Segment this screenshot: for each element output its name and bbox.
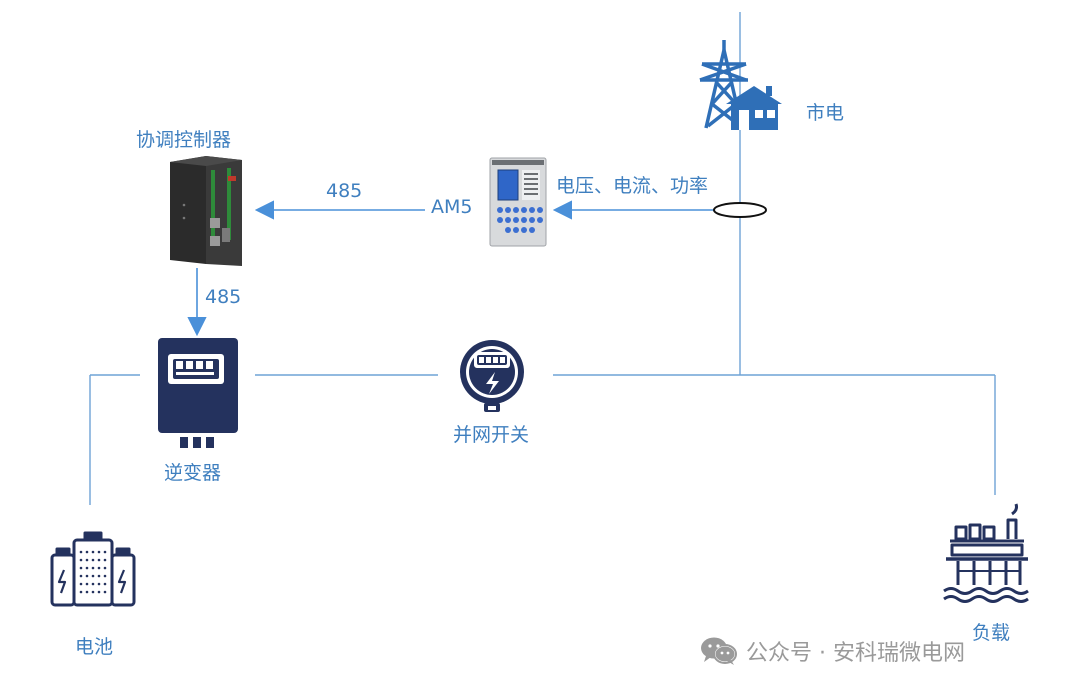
- grid-switch-meter-icon: [460, 340, 524, 412]
- inverter-device-icon: [158, 338, 238, 448]
- house-icon: [726, 86, 782, 130]
- connection-lines: [89, 12, 996, 505]
- watermark: 公众号 · 安科瑞微电网: [700, 635, 965, 667]
- switch-label: 并网开关: [453, 424, 530, 446]
- controller-device-icon: [170, 156, 242, 266]
- battery-icon: [50, 531, 136, 607]
- link-meter-label: AM5: [431, 196, 473, 218]
- inverter-label: 逆变器: [164, 462, 222, 484]
- link-vertical-label: 485: [205, 286, 242, 308]
- battery-label: 电池: [75, 636, 114, 658]
- current-transformer-icon: [713, 202, 767, 218]
- controller-label: 协调控制器: [136, 129, 232, 151]
- watermark-text: 公众号 · 安科瑞微电网: [746, 641, 965, 666]
- load-platform-icon: [943, 503, 1029, 603]
- battery-cells-dots: [79, 550, 107, 594]
- grid-tower-icon: [699, 40, 748, 129]
- am5-meter-device-icon: [489, 157, 547, 247]
- link-controller-label: 485: [326, 180, 363, 202]
- load-label: 负载: [972, 622, 1011, 644]
- grid-label: 市电: [806, 102, 845, 124]
- wechat-icon: [701, 637, 737, 665]
- measurement-label: 电压、电流、功率: [556, 175, 709, 197]
